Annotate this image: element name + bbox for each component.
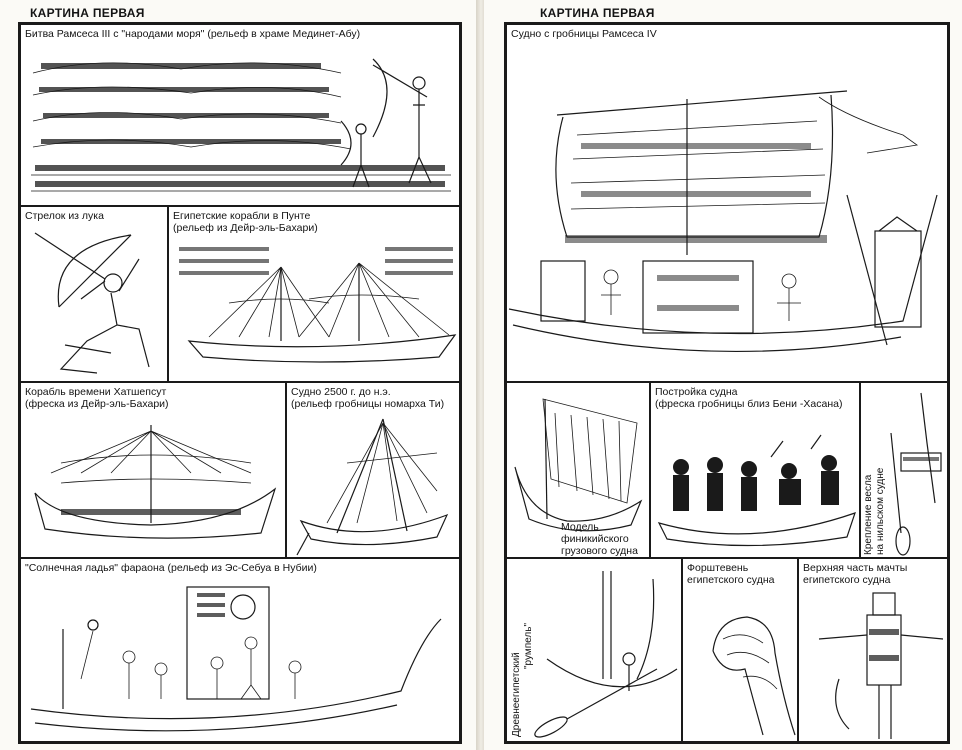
book-gutter bbox=[476, 0, 486, 750]
hatshepsut-ship-illustration bbox=[34, 425, 277, 539]
rudder-illustration bbox=[534, 571, 678, 738]
punt-ships-caption-1: Египетские корабли в Пунте bbox=[173, 210, 311, 222]
phoenician-caption-1: Модель bbox=[561, 521, 599, 533]
masthead-illustration bbox=[818, 592, 944, 739]
solar-boat-illustration bbox=[30, 586, 442, 732]
forestem-caption-1: Форштевень bbox=[687, 562, 749, 574]
phoenician-caption-3: грузового судна bbox=[561, 545, 638, 557]
ramses-battle-panel: Битва Рамсеса III с "народами моря" (рел… bbox=[20, 24, 460, 206]
right-page: КАРТИНА ПЕРВАЯ Судно с гробницы Рамсеса … bbox=[484, 0, 962, 750]
phoenician-ship-panel: Модель финикийского грузового судна bbox=[506, 382, 650, 558]
forestem-caption-2: египетского судна bbox=[687, 574, 775, 586]
oar-mount-panel: Крепление весла на нильском судне bbox=[860, 382, 948, 558]
ship-2500bc-panel: Судно 2500 г. до н.э. (рельеф гробницы н… bbox=[286, 382, 460, 558]
ship-2500bc-caption-1: Судно 2500 г. до н.э. bbox=[291, 386, 391, 398]
punt-ships-illustration bbox=[179, 247, 457, 363]
left-page-header: КАРТИНА ПЕРВАЯ bbox=[30, 6, 145, 20]
right-page-header: КАРТИНА ПЕРВАЯ bbox=[540, 6, 655, 20]
shipbuilding-caption-2: (фреска гробницы близ Бени -Хасана) bbox=[655, 398, 843, 410]
shipbuilding-caption-1: Постройка судна bbox=[655, 386, 738, 398]
shipbuilding-panel: Постройка судна (фреска гробницы близ Бе… bbox=[650, 382, 860, 558]
left-illustration-frame: Битва Рамсеса III с "народами моря" (рел… bbox=[18, 22, 462, 744]
masthead-panel: Верхняя часть мачты египетского судна bbox=[798, 558, 948, 742]
archer-illustration bbox=[34, 232, 150, 374]
ramses-iv-ship-caption: Судно с гробницы Рамсеса IV bbox=[511, 28, 657, 40]
solar-boat-caption: "Солнечная ладья" фараона (рельеф из Эс-… bbox=[25, 562, 317, 574]
rudder-panel: Древнеегипетский "румпель" bbox=[506, 558, 682, 742]
solar-boat-panel: "Солнечная ладья" фараона (рельеф из Эс-… bbox=[20, 558, 460, 742]
ship-2500bc-illustration bbox=[296, 418, 449, 556]
ramses-battle-caption: Битва Рамсеса III с "народами моря" (рел… bbox=[25, 28, 361, 40]
hatshepsut-caption-1: Корабль времени Хатшепсут bbox=[25, 386, 167, 398]
punt-ships-caption-2: (рельеф из Дейр-эль-Бахари) bbox=[173, 222, 318, 234]
phoenician-caption-2: финикийского bbox=[561, 533, 629, 545]
ramses-iv-ship-illustration bbox=[508, 90, 938, 353]
shipbuilding-illustration bbox=[657, 434, 856, 547]
ship-2500bc-caption-2: (рельеф гробницы номарха Ти) bbox=[291, 398, 445, 410]
hatshepsut-ship-panel: Корабль времени Хатшепсут (фреска из Дей… bbox=[20, 382, 286, 558]
punt-ships-panel: Египетские корабли в Пунте (рельеф из Де… bbox=[168, 206, 460, 382]
archer-panel: Стрелок из лука bbox=[20, 206, 168, 382]
forestem-panel: Форштевень египетского судна bbox=[682, 558, 798, 742]
oar-mount-illustration bbox=[890, 392, 942, 556]
right-illustration-frame: Судно с гробницы Рамсеса IV bbox=[504, 22, 950, 744]
forestem-illustration bbox=[712, 616, 796, 736]
hatshepsut-caption-2: (фреска из Дейр-эль-Бахари) bbox=[25, 398, 169, 410]
masthead-caption-1: Верхняя часть мачты bbox=[803, 562, 908, 574]
left-page: КАРТИНА ПЕРВАЯ Битва Рамсеса III с "наро… bbox=[0, 0, 478, 750]
phoenician-ship-illustration bbox=[514, 398, 643, 532]
ramses-battle-illustration bbox=[31, 58, 451, 192]
oar-mount-caption-1: Крепление весла bbox=[863, 474, 874, 555]
archer-caption: Стрелок из лука bbox=[25, 210, 104, 222]
ramses-iv-ship-panel: Судно с гробницы Рамсеса IV bbox=[506, 24, 948, 382]
masthead-caption-2: египетского судна bbox=[803, 574, 891, 586]
oar-mount-caption-2: на нильском судне bbox=[875, 467, 886, 555]
